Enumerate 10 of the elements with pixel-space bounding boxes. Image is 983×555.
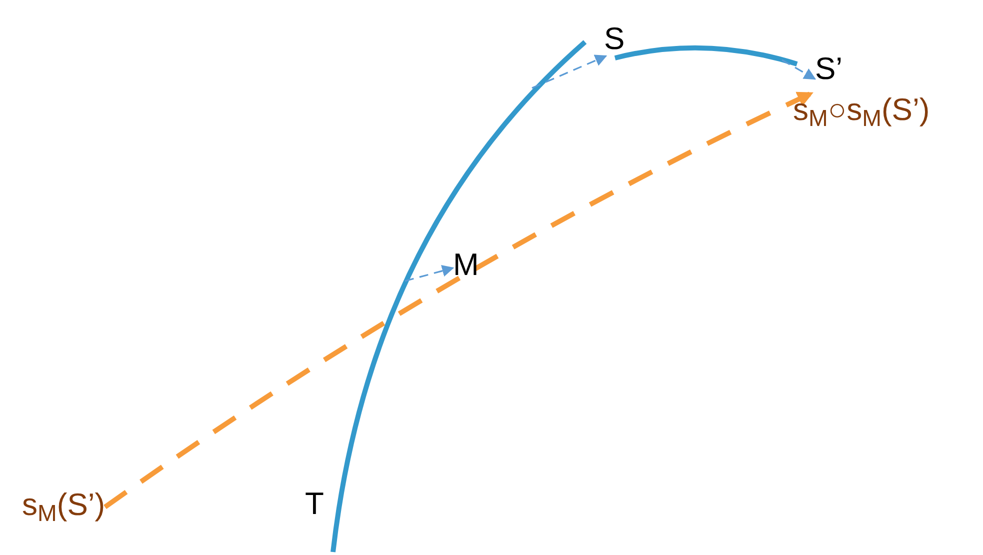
arrow xyxy=(104,90,814,510)
point-label: T xyxy=(305,487,324,521)
arrow xyxy=(532,54,608,89)
point-label: S’ xyxy=(815,52,843,86)
arrow xyxy=(404,265,454,282)
point-label: M xyxy=(453,248,479,282)
point-label: s$_{M}$(S’) xyxy=(22,488,106,522)
arrow xyxy=(782,59,816,80)
point-label: s$_{M}$○s$_{M}$(S’) xyxy=(793,93,930,127)
point-label: S xyxy=(604,22,625,56)
